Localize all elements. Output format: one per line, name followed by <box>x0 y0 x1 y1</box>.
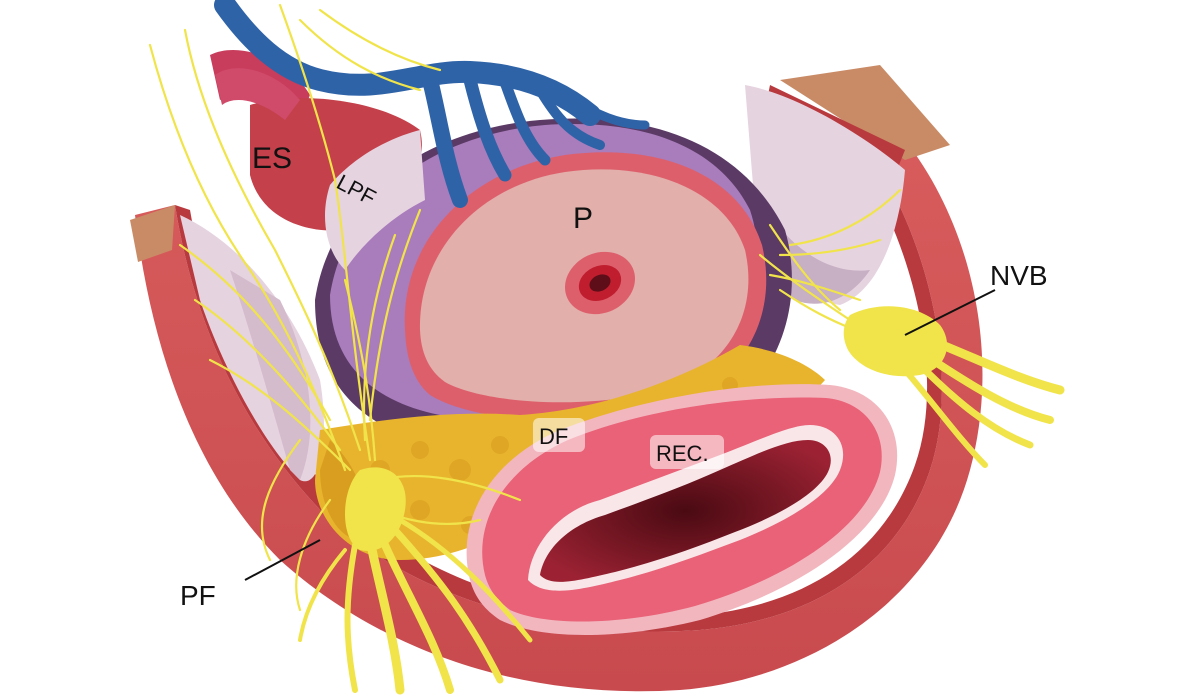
rectum <box>466 384 898 635</box>
pelvic-nerve-fibres <box>148 3 522 612</box>
neurovascular-bundle <box>758 188 1065 468</box>
urethra <box>564 251 636 315</box>
nvb-leader-line <box>904 289 996 336</box>
label-df: DF <box>539 424 568 449</box>
df-label-bg <box>533 418 585 452</box>
dorsal-vein-complex <box>214 0 650 208</box>
label-es: ES <box>252 142 292 175</box>
label-rec: REC. <box>656 441 709 466</box>
lateral-prostatic-fascia <box>325 130 425 270</box>
pelvic-plexus <box>298 467 533 695</box>
label-p: P <box>573 202 593 235</box>
pf-leader-line <box>244 539 321 581</box>
rec-label-bg <box>650 435 724 469</box>
label-pf: PF <box>180 580 216 611</box>
label-nvb: NVB <box>990 260 1048 291</box>
